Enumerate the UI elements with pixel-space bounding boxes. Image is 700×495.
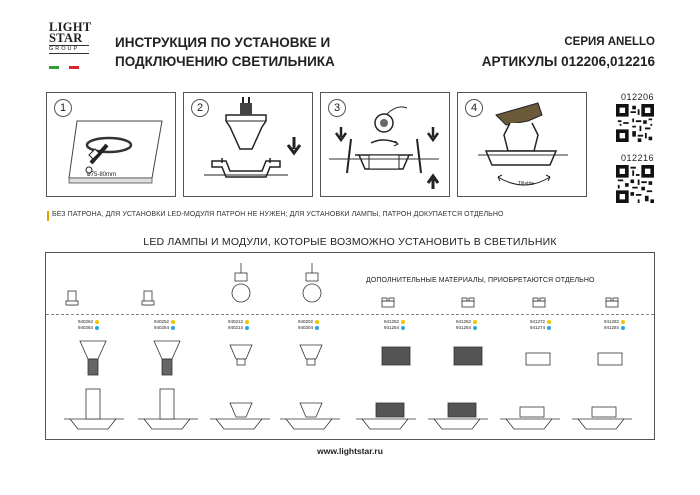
warm-dot <box>401 319 406 324</box>
qr-code-012216[interactable] <box>616 165 654 203</box>
warm-dot <box>315 319 320 324</box>
product-code: 941264 <box>456 325 472 330</box>
product-code: 941262 <box>456 319 472 324</box>
qr-article-2: 012216 <box>620 153 654 163</box>
step-1-number: 1 <box>54 99 72 117</box>
warm-dot <box>621 319 626 324</box>
product-code-group-2: 940252 940254 <box>154 319 176 331</box>
logo-flag <box>49 66 79 69</box>
article-numbers: АРТИКУЛЫ 012206,012216 <box>481 54 655 69</box>
step-2-panel: 2 <box>183 92 313 197</box>
accessory-row <box>65 263 619 308</box>
product-code: 940254 <box>154 325 170 330</box>
cool-dot <box>547 325 552 330</box>
step-4-drawing <box>478 102 568 186</box>
cool-dot <box>95 325 100 330</box>
website-link[interactable]: www.lightstar.ru <box>317 446 383 456</box>
product-code: 940202 <box>298 319 314 324</box>
compatibility-drawings <box>64 263 632 430</box>
product-code-group-4: 940202 940204 <box>298 319 320 331</box>
product-code: 940212 <box>228 319 244 324</box>
page-title: ИНСТРУКЦИЯ ПО УСТАНОВКЕ И ПОДКЛЮЧЕНИЮ СВ… <box>115 33 335 71</box>
cool-dot <box>245 325 250 330</box>
fixture-row <box>64 388 632 430</box>
warm-dot <box>171 319 176 324</box>
product-code: 940204 <box>298 325 314 330</box>
step-4-panel: 4 Tiltable <box>457 92 587 197</box>
step-3-number: 3 <box>328 99 346 117</box>
cool-dot <box>473 325 478 330</box>
product-code-group-7: 941272 941274 <box>530 319 552 331</box>
step-1-panel: 1 ø75-80mm <box>46 92 176 197</box>
logo-line-2: STAR <box>49 31 83 45</box>
qr-article-1: 012206 <box>620 92 654 102</box>
product-code: 941252 <box>384 319 400 324</box>
product-code: 941272 <box>530 319 546 324</box>
product-code: 941284 <box>604 325 620 330</box>
warm-dot <box>473 319 478 324</box>
product-code-group-6: 941262 941264 <box>456 319 478 331</box>
lightstar-logo: LIGHT STAR GROUP <box>49 20 92 69</box>
product-code-group-3: 940212 940214 <box>228 319 250 331</box>
step-3-panel: 3 <box>320 92 450 197</box>
series-name: СЕРИЯ ANELLO <box>564 36 655 48</box>
product-code: 940262 <box>78 319 94 324</box>
step-1-cutout-size: ø75-80mm <box>87 172 117 178</box>
series-block: СЕРИЯ ANELLO АРТИКУЛЫ 012206,012216 <box>482 33 655 71</box>
warm-dot <box>245 319 250 324</box>
step-4-number: 4 <box>465 99 483 117</box>
step-2-drawing <box>204 97 302 178</box>
logo-line-1: LIGHT <box>49 20 92 34</box>
product-code-group-5: 941252 941254 <box>384 319 406 331</box>
table-divider <box>46 314 654 315</box>
warm-dot <box>95 319 100 324</box>
extra-materials-label: ДОПОЛНИТЕЛЬНЫЕ МАТЕРИАЛЫ, ПРИОБРЕТАЮТСЯ … <box>366 277 595 284</box>
cool-dot <box>621 325 626 330</box>
product-code: 941274 <box>530 325 546 330</box>
qr-code-012206[interactable] <box>616 104 654 142</box>
title-line-2: ПОДКЛЮЧЕНИЮ СВЕТИЛЬНИКА <box>115 54 335 69</box>
title-line-1: ИНСТРУКЦИЯ ПО УСТАНОВКЕ И <box>115 35 331 50</box>
product-code: 940252 <box>154 319 170 324</box>
product-code-group-8: 941282 941284 <box>604 319 626 331</box>
product-code: 941282 <box>604 319 620 324</box>
cool-dot <box>171 325 176 330</box>
product-code: 941254 <box>384 325 400 330</box>
step-3-drawing <box>329 106 440 189</box>
lamp-row <box>79 340 623 376</box>
section-heading: LED ЛАМПЫ И МОДУЛИ, КОТОРЫЕ ВОЗМОЖНО УСТ… <box>143 236 557 248</box>
cool-dot <box>401 325 406 330</box>
installation-note: БЕЗ ПАТРОНА, ДЛЯ УСТАНОВКИ LED-МОДУЛЯ ПА… <box>47 211 504 221</box>
compatibility-table: ДОПОЛНИТЕЛЬНЫЕ МАТЕРИАЛЫ, ПРИОБРЕТАЮТСЯ … <box>45 252 655 440</box>
product-code-group-1: 940262 940264 <box>78 319 100 331</box>
product-code: 940214 <box>228 325 244 330</box>
warm-dot <box>547 319 552 324</box>
logo-line-3: GROUP <box>49 45 89 54</box>
step-4-tiltable-label: Tiltable <box>518 181 534 187</box>
product-code: 940264 <box>78 325 94 330</box>
cool-dot <box>315 325 320 330</box>
step-1-drawing <box>68 120 163 184</box>
step-2-number: 2 <box>191 99 209 117</box>
